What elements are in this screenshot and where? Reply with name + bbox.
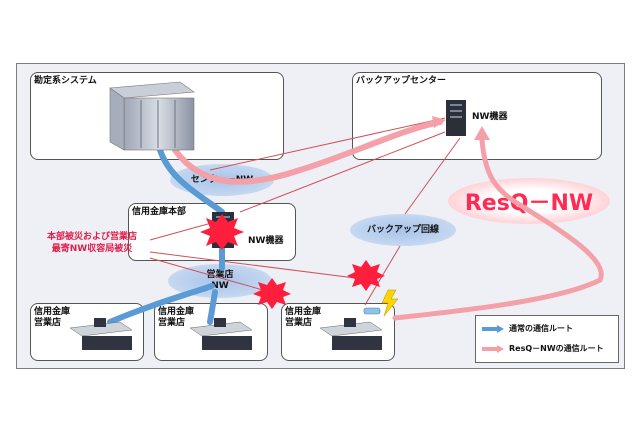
legend-row-resq: ResQ－NWの通信ルート xyxy=(482,343,604,355)
backup-line-label: バックアップ回線 xyxy=(366,224,439,235)
branch-nw-label-2: NW xyxy=(211,281,229,291)
lightning-icon xyxy=(381,289,399,317)
line-hq-to-backup xyxy=(239,131,446,213)
resq-route-core-arrowhead xyxy=(432,116,446,128)
legend-resq-arrow-icon xyxy=(482,344,504,353)
normal-routes xyxy=(107,147,225,325)
thin-red-lines xyxy=(149,117,461,306)
desk-icon-branch2 xyxy=(189,318,253,350)
backup-line-oval: バックアップ回線 xyxy=(350,214,456,246)
damage-burst-branch3 xyxy=(347,260,385,291)
legend-normal-arrow-icon xyxy=(482,324,504,333)
damage-burst-icons xyxy=(200,214,385,309)
line-backup-line-up xyxy=(404,137,461,215)
normal-route-branch2 xyxy=(207,289,218,325)
normal-route-branch1 xyxy=(107,283,215,325)
desk-icon-branch3 xyxy=(319,307,383,350)
legend-row-normal: 通常の通信ルート xyxy=(482,323,573,335)
line-callout-2 xyxy=(149,251,356,279)
line-callout-3 xyxy=(149,257,271,293)
legend: 通常の通信ルート ResQ－NWの通信ルート xyxy=(475,315,619,363)
backup-center-label: バックアップセンター xyxy=(356,76,447,86)
branch3-line2: 営業店 xyxy=(285,318,313,328)
resq-routes xyxy=(172,119,604,321)
line-callout-1 xyxy=(149,221,216,241)
legend-normal-label: 通常の通信ルート xyxy=(509,324,573,333)
normal-route-core xyxy=(157,147,225,215)
legend-resq-label: ResQ－NWの通信ルート xyxy=(509,344,604,353)
damage-burst-hq xyxy=(200,214,244,250)
branch1-line2: 営業店 xyxy=(34,318,62,328)
branch-nw-label-1: 営業店 xyxy=(206,270,234,280)
resq-route-core xyxy=(172,119,443,185)
damage-burst-branchnw xyxy=(253,278,291,309)
resq-route-arrowhead xyxy=(474,126,490,140)
branch1-line1: 信用金庫 xyxy=(34,307,71,317)
backup-center-box xyxy=(352,72,602,160)
branch-desk-icons xyxy=(69,307,383,350)
hq-title-label: 信用金庫本部 xyxy=(132,207,187,217)
resq-route-branch3 xyxy=(392,137,604,321)
branch2-line2: 営業店 xyxy=(158,318,186,328)
branch3-line1: 信用金庫 xyxy=(285,307,322,317)
hq-nw-device-label: NW機器 xyxy=(248,236,284,246)
resq-nw-title: ResQ－NW xyxy=(448,178,610,224)
damage-callout: 本部被災および営業店 最寄NW収容局被災 xyxy=(32,231,152,255)
desk-icon-branch1 xyxy=(69,318,133,350)
core-system-label: 勘定系システム xyxy=(34,76,97,86)
damage-callout-line1: 本部被災および営業店 xyxy=(46,232,137,242)
backup-nw-device-icon xyxy=(446,100,466,136)
line-core-to-backup xyxy=(209,117,446,171)
branch2-line1: 信用金庫 xyxy=(158,307,195,317)
backup-nw-device-label: NW機器 xyxy=(472,112,508,122)
damage-callout-line2: 最寄NW収容局被災 xyxy=(51,244,133,254)
core-system-server-icon xyxy=(109,81,195,151)
